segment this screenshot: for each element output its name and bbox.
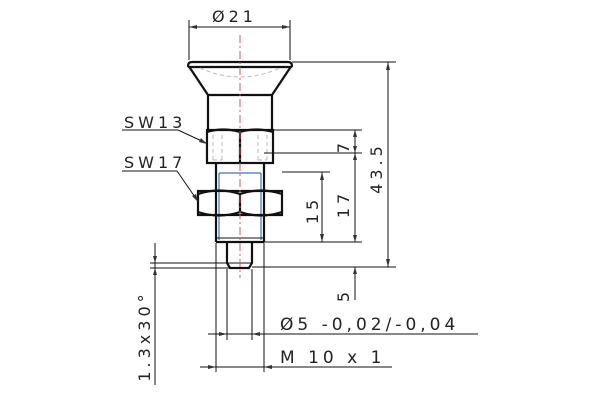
label-pin-diameter: Ø5 -0,02/-0,04 (280, 315, 459, 335)
dim-head-diameter: Ø21 (188, 7, 291, 60)
label-nut-span: 15 (303, 196, 322, 224)
dim-chamfer: 1.3x30° (135, 243, 230, 385)
dim-bottom: Ø5 -0,02/-0,04 M 10 x 1 (200, 243, 478, 372)
label-hex-height: 7 (334, 139, 353, 153)
plunger-pin (225, 242, 254, 270)
dim-right: 43.5 7 17 15 5 (252, 61, 396, 302)
label-pin-length: 5 (334, 288, 353, 302)
label-chamfer: 1.3x30° (135, 290, 154, 381)
label-head-diameter: Ø21 (212, 7, 257, 26)
leader-sw13: SW13 (122, 113, 207, 144)
plunger-part (186, 35, 294, 278)
label-thread: M 10 x 1 (280, 348, 385, 368)
label-sw13: SW13 (124, 113, 186, 132)
leader-sw17: SW17 (122, 153, 198, 202)
label-sw17: SW17 (124, 153, 186, 172)
label-total-length: 43.5 (367, 142, 386, 194)
label-thread-length: 17 (334, 190, 353, 218)
